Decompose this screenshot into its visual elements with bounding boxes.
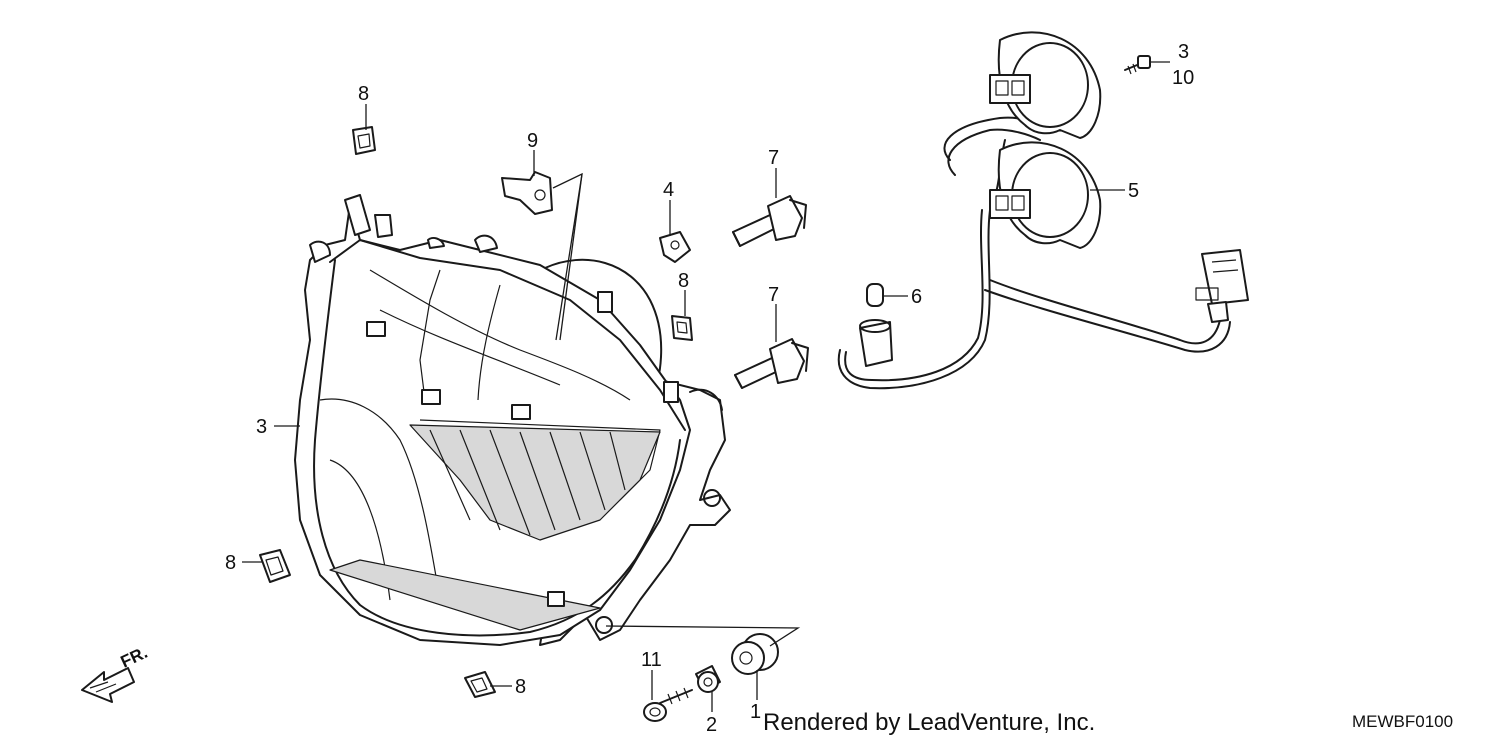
clip-nut-icon [671,315,693,341]
bracket-icon [501,171,553,215]
callout-labels: 8 9 7 4 8 7 6 3 10 5 3 8 8 11 2 1 [225,41,1194,736]
callout-8-top: 8 [358,83,369,105]
callout-1: 1 [750,701,761,723]
callout-4: 4 [663,179,674,201]
bolt-icon [643,687,693,722]
headlight-unit [294,194,731,646]
clip-nut-icon [259,549,291,583]
callout-10: 10 [1172,67,1194,89]
headlight-bulb-icon [734,338,809,389]
callout-9: 9 [527,130,538,152]
diagram-code: MEWBF0100 [1352,712,1454,731]
callout-6: 6 [911,286,922,308]
callout-8-left: 8 [225,552,236,574]
position-bulb-icon [866,283,884,307]
collar-icon [695,665,721,693]
wire-harness-icon [837,31,1249,390]
spring-clip-icon [659,231,691,263]
socket-icon [859,319,893,367]
direction-label: FR. [118,643,151,672]
callout-5: 5 [1128,180,1139,202]
callout-7-upper: 7 [768,147,779,169]
callout-8-bottom: 8 [515,676,526,698]
render-credit: Rendered by LeadVenture, Inc. [763,709,1096,736]
headlight-bulb-icon [732,195,807,247]
grommet-icon [731,633,779,675]
callout-7-lower: 7 [768,284,779,306]
callout-3-screw: 3 [1178,41,1189,63]
callout-8-middle: 8 [678,270,689,292]
clip-nut-icon [352,126,376,155]
callout-3-headlight: 3 [256,416,267,438]
callout-2: 2 [706,714,717,736]
clip-nut-icon [464,671,496,698]
screw-icon [1124,55,1151,75]
front-direction-arrow-icon: FR. [81,643,151,703]
leader-lines [242,61,1170,712]
callout-11: 11 [641,649,662,671]
